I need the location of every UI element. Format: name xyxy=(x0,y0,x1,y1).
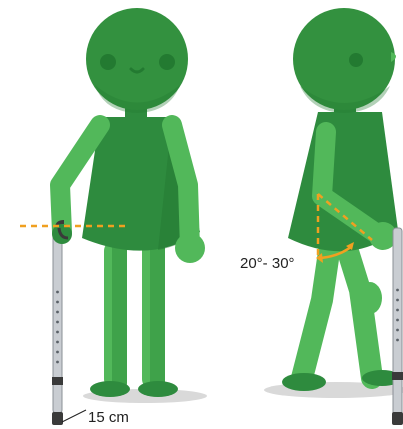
elbow-angle-label: 20°- 30° xyxy=(240,255,295,272)
crutch-right xyxy=(392,228,403,425)
crutch-left xyxy=(52,222,64,425)
front-foot xyxy=(282,373,326,391)
left-eye xyxy=(100,54,116,70)
front-leg xyxy=(302,245,330,378)
right-eye xyxy=(159,54,175,70)
side-view-figure xyxy=(264,8,403,398)
right-foot xyxy=(138,381,178,397)
cane-distance-label: 15 cm xyxy=(88,409,129,426)
front-view-figure xyxy=(60,8,207,403)
side-eye xyxy=(349,53,363,67)
left-foot xyxy=(90,381,130,397)
right-hand xyxy=(175,233,205,263)
distance-pointer xyxy=(62,410,86,422)
